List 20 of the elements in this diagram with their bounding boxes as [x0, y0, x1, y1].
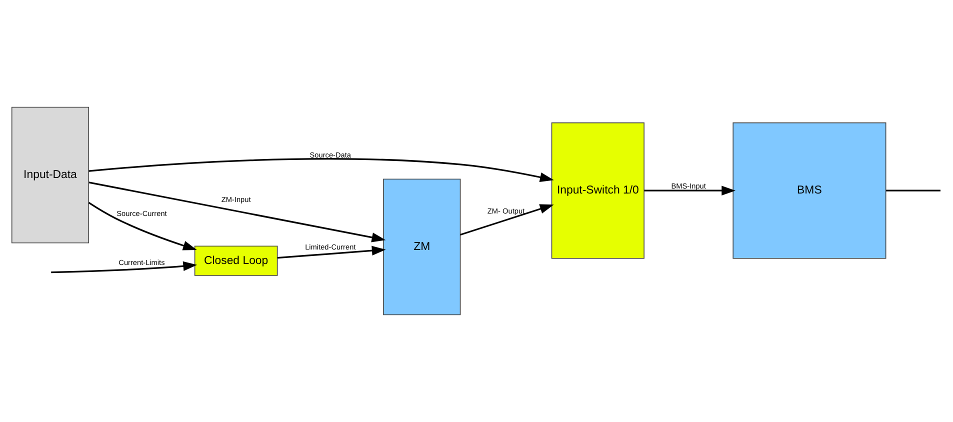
arrow — [277, 246, 386, 259]
node-box: Closed Loop — [194, 246, 278, 276]
edge-label: Source-Current — [116, 209, 167, 218]
edge-label: Limited-Current — [305, 242, 356, 252]
arrow — [88, 202, 197, 250]
node-box: Input-Switch 1/0 — [551, 122, 644, 259]
connector — [886, 190, 940, 192]
edge-label: Current-Limits — [118, 258, 165, 268]
node-box: Input-Data — [11, 106, 90, 244]
edge-label: BMS-Input — [671, 181, 706, 190]
edge-label: ZM- Output — [487, 206, 525, 216]
arrow — [88, 182, 386, 242]
arrow — [88, 158, 554, 182]
arrow — [460, 204, 554, 236]
edge-label: Source-Data — [310, 150, 352, 160]
node-box: ZM — [383, 178, 461, 316]
edge-label: ZM-Input — [221, 195, 251, 204]
arrow — [51, 261, 198, 274]
node-box: BMS — [732, 122, 886, 259]
arrow — [644, 186, 736, 196]
